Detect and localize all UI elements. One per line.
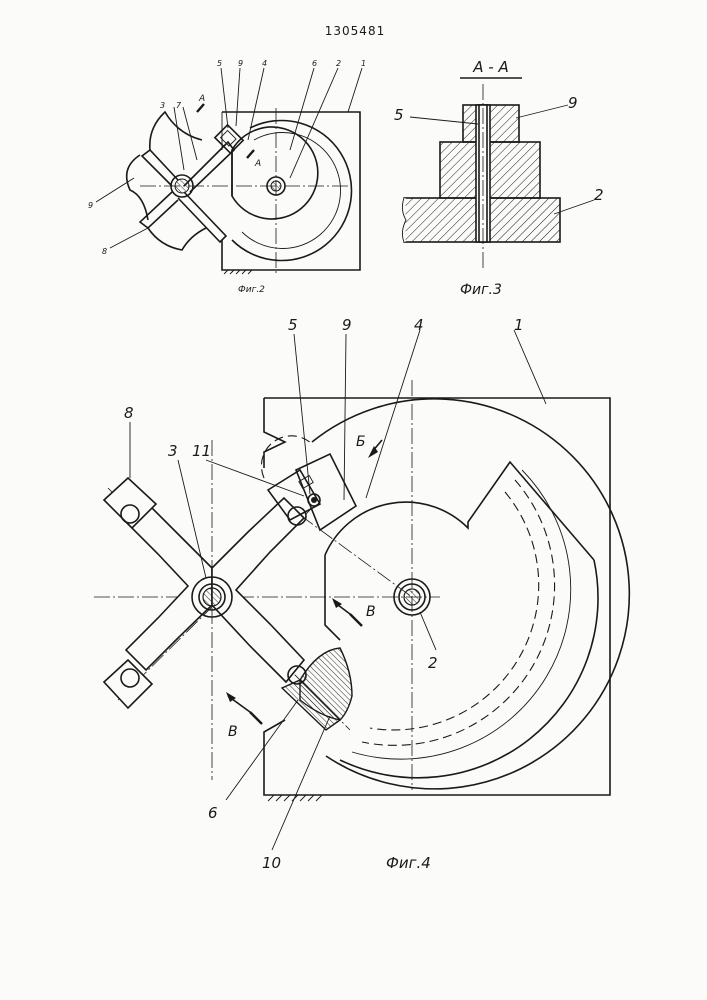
fig2-label-4: 4 (262, 59, 267, 68)
fig4-label-3: 3 (168, 442, 178, 460)
fig4-label-4: 4 (414, 316, 424, 334)
fig2-label-6: 6 (312, 59, 317, 68)
fig2-caption: Фиг.2 (238, 285, 265, 295)
fig2-section-mark-bottom: А (254, 159, 261, 169)
fig4-label-5: 5 (288, 316, 298, 334)
fig3-label-2: 2 (594, 186, 604, 204)
fig4-caption: Фиг.4 (386, 854, 431, 872)
figure-3: А - А 5 9 2 Фиг.3 (394, 58, 604, 298)
fig4-section-mark-bottom: В (228, 724, 238, 740)
fig4-label-1: 1 (514, 316, 524, 334)
fig4-label-8: 8 (124, 404, 134, 422)
fig3-caption: Фиг.3 (460, 282, 502, 298)
fig2-label-1: 1 (361, 59, 366, 68)
fig3-label-9: 9 (568, 94, 578, 112)
fig3-label-5: 5 (394, 106, 404, 124)
fig4-label-10: 10 (262, 854, 281, 872)
patent-number: 1305481 (325, 24, 385, 38)
fig4-label-9: 9 (342, 316, 352, 334)
fig4-view-mark: Б (356, 434, 366, 450)
fig2-label-5: 5 (217, 59, 222, 68)
fig2-label-2: 2 (336, 59, 341, 68)
fig4-label-6: 6 (208, 804, 218, 822)
figure-4: Б В В 8 3 11 5 9 4 1 2 6 10 (94, 316, 631, 872)
figure-2: А А 3 7 5 9 4 6 2 1 9 8 Фиг.2 (88, 59, 366, 295)
fig4-label-2: 2 (428, 654, 438, 672)
fig2-label-8: 8 (102, 247, 107, 256)
fig4-label-11: 11 (192, 442, 211, 460)
fig2-label-3: 3 (160, 101, 165, 110)
fig4-section-mark-top: В (366, 604, 376, 620)
fig2-label-9-left: 9 (88, 201, 93, 210)
fig2-label-7: 7 (176, 101, 182, 110)
fig2-section-mark-top: А (198, 94, 205, 104)
fig3-section-title: А - А (472, 58, 508, 76)
fig2-label-9: 9 (238, 59, 243, 68)
